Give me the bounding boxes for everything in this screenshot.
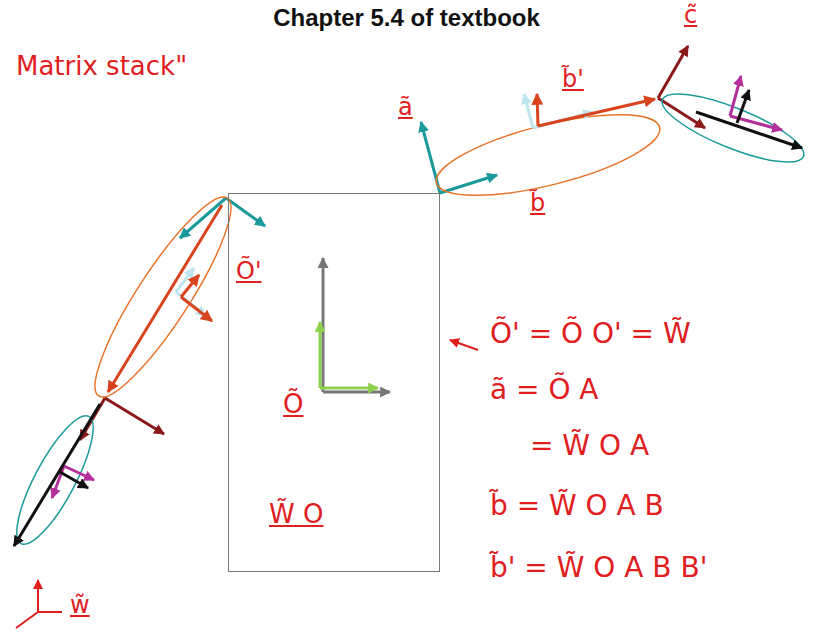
joint-axis xyxy=(180,198,226,238)
upper-arm-ellipse xyxy=(77,184,249,410)
frame-axis xyxy=(537,94,538,126)
joint-axis xyxy=(658,46,688,98)
frame-axis xyxy=(323,391,390,394)
frame-label: Õ xyxy=(283,390,303,420)
frame-axis xyxy=(181,275,199,297)
joint-axis xyxy=(421,122,440,193)
forearm-ellipse xyxy=(655,81,811,175)
joint-axis xyxy=(226,198,265,226)
bone-arrow xyxy=(538,99,655,126)
frame-axis xyxy=(730,76,741,116)
frame-axis xyxy=(60,472,88,488)
equation: = W̃ O A xyxy=(530,430,649,462)
frame-label: Õ' xyxy=(236,258,262,286)
bone-arrow xyxy=(696,112,802,148)
axis-stroke xyxy=(16,612,38,628)
joint-axis xyxy=(105,398,164,434)
frame-label: c̃ xyxy=(684,2,697,30)
hand-axes xyxy=(16,580,62,628)
right-arm xyxy=(421,46,811,212)
world-frame xyxy=(320,258,390,392)
frame-axis xyxy=(524,94,533,128)
pointer-arrow xyxy=(450,340,478,350)
frame-axis xyxy=(181,297,212,321)
frame-label: b̃' xyxy=(562,66,584,94)
frame-label: ã xyxy=(398,94,413,122)
axis-stroke xyxy=(37,580,39,612)
frame-label: w̃ xyxy=(70,592,90,620)
equation: b̃ = W̃ O A B xyxy=(490,490,664,522)
frame-label: b̃ xyxy=(530,190,545,218)
bone-arrow xyxy=(108,205,222,392)
equation: ã = Õ A xyxy=(490,374,599,406)
frame-label: W̃ O xyxy=(269,500,323,530)
left-arm xyxy=(4,184,265,553)
bone-arrow xyxy=(14,404,100,546)
frame-axis xyxy=(737,90,749,123)
frame-axis xyxy=(322,258,325,392)
handwritten-note: Matrix stack" xyxy=(16,52,187,82)
joint-axis xyxy=(440,175,497,193)
axis-stroke xyxy=(38,611,62,613)
frame-axis xyxy=(320,387,378,390)
upper-arm-ellipse xyxy=(429,98,667,212)
frame-rectangle: Õ W̃ O xyxy=(228,193,440,572)
frame-axis xyxy=(319,322,322,388)
equation: Õ' = Õ O' = W̃ xyxy=(490,318,691,350)
equation: b̃' = W̃ O A B B' xyxy=(490,552,707,584)
frame-axis xyxy=(176,268,194,292)
